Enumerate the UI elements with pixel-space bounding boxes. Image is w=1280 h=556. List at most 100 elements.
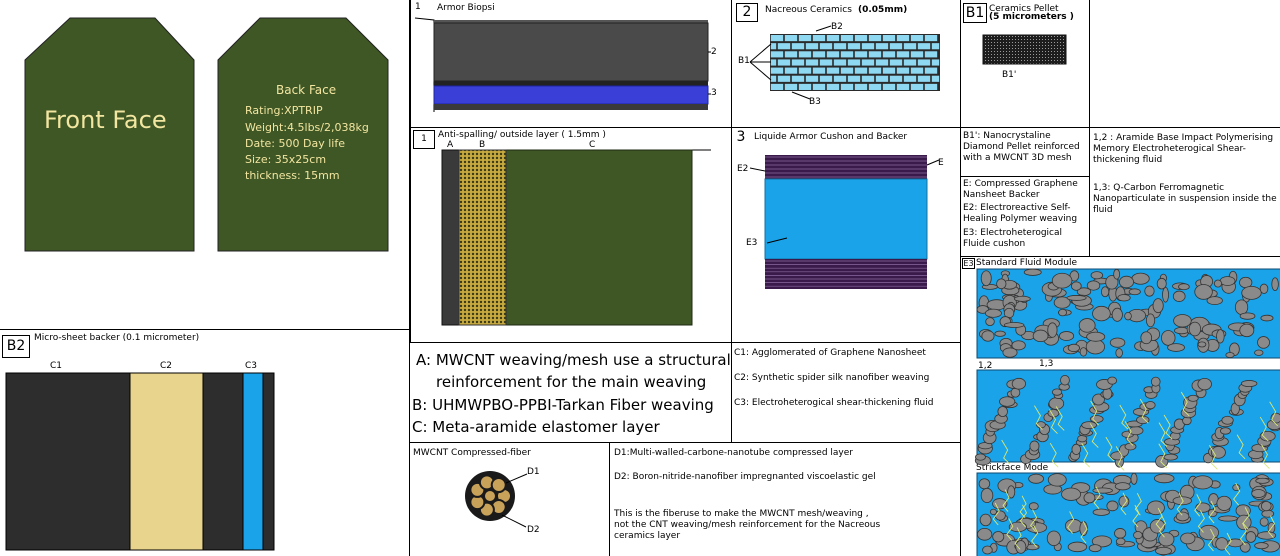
nacreous-label-b2: B2 — [831, 22, 843, 32]
fluid-strand — [1259, 416, 1269, 442]
nacre-brick — [826, 51, 840, 58]
pellet-side-blank — [1089, 0, 1280, 128]
fiber-core — [483, 489, 497, 503]
b1-desc: B1': Nanocrystaline Diamond Pellet reinf… — [963, 131, 1080, 163]
nacre-brick — [819, 43, 833, 50]
back-face-title: Back Face — [276, 83, 337, 97]
fluid-particle — [1239, 312, 1256, 320]
fluid-particle — [1079, 347, 1088, 357]
nacre-brick — [875, 43, 889, 50]
biopsi-label-2: 2 — [711, 47, 717, 57]
fluid-particle — [978, 478, 991, 490]
legend-c1: C1: Agglomerated of Graphene Nanosheet — [734, 348, 926, 358]
backer-title: Micro-sheet backer (0.1 micrometer) — [34, 333, 200, 343]
nacre-brick — [875, 59, 889, 66]
fluid-particle — [1174, 326, 1190, 335]
fluid-particle — [1048, 397, 1065, 410]
nacre-brick — [784, 67, 798, 74]
d-desc-note: This is the fiberuse to make the MWCNT m… — [614, 509, 881, 541]
plates-panel: Front Face Back Face Rating:XPTRIP Weigh… — [0, 0, 410, 330]
backer-label-c3: C3 — [245, 361, 258, 371]
fluid-particle — [1003, 322, 1025, 328]
fluid-strand — [1124, 421, 1134, 446]
fluid-particle — [1007, 485, 1016, 499]
fiber-strand — [490, 477, 507, 494]
fluid-particle — [1092, 508, 1110, 516]
fluid-particle — [1147, 500, 1165, 516]
biopsi-blue-layer — [433, 85, 709, 105]
biopsi-label-3: 3 — [711, 88, 717, 98]
fluid-particle — [1029, 440, 1040, 452]
fiber-label-d1: D1 — [527, 467, 540, 477]
fluid-particle — [1162, 287, 1169, 303]
back-plate — [217, 17, 389, 252]
fluid-strand — [1049, 442, 1059, 468]
fluid-particle — [1047, 473, 1067, 487]
fluid-strand — [1019, 495, 1027, 519]
nacre-brick — [805, 43, 819, 50]
backer-number: B2 — [2, 335, 30, 358]
fluid-particle — [1163, 453, 1178, 461]
fluid-particle — [1150, 376, 1161, 387]
legend-abc-panel: A: MWCNT weaving/mesh use a structural r… — [409, 342, 733, 443]
nacreous-label-b3: B3 — [809, 97, 821, 107]
fluid-strand — [1049, 409, 1058, 434]
fluid-particle — [1172, 496, 1192, 506]
fluid-particle — [1067, 343, 1080, 353]
fluid-strand — [1194, 494, 1202, 517]
fluid-particle — [1259, 283, 1269, 294]
fluid-particle — [975, 453, 986, 461]
fluid-strand — [1002, 489, 1010, 512]
fluid-particle — [1215, 537, 1229, 551]
d-desc-panel: D1:Multi-walled-carbone-nanotube compres… — [609, 442, 961, 556]
fluid-particle — [1083, 492, 1096, 504]
fluid-particle — [994, 330, 1006, 337]
nacre-brick — [889, 59, 903, 66]
liquid-panel: 3 Liquide Armor Cushon and Backer E2 E E… — [731, 127, 961, 343]
nacre-brick — [791, 59, 805, 66]
fluid-particle — [1032, 329, 1049, 343]
nacre-brick — [861, 59, 875, 66]
nacre-brick — [833, 75, 847, 82]
nacreous-drawing — [749, 25, 940, 100]
fluid-label-12: 1,2 — [978, 361, 993, 371]
pellet-drawing — [982, 34, 1067, 65]
fluid-strand — [1120, 492, 1128, 516]
fluid-particle — [997, 406, 1008, 417]
fluid-particle — [1109, 337, 1126, 348]
liquid-number: 3 — [736, 129, 746, 145]
nacreous-thickness: (0.05mm) — [858, 5, 908, 15]
fluid-strand — [1001, 439, 1010, 465]
fluid-particle — [1197, 377, 1212, 391]
fluid-strand — [1080, 520, 1088, 544]
nacre-brick — [903, 75, 917, 82]
legend-b: B: UHMWPBO-PPBI-Tarkan Fiber weaving — [412, 396, 714, 414]
fluid-particle — [1059, 331, 1075, 341]
fluid-particle — [1254, 349, 1264, 356]
nacre-brick — [812, 35, 826, 42]
fluid-label-13: 1,3 — [1039, 359, 1054, 369]
nacre-brick — [882, 51, 896, 58]
fluid-particle — [1114, 528, 1127, 539]
nacre-brick — [910, 51, 924, 58]
fluid-particle — [1271, 277, 1279, 292]
fluid-particle — [1117, 294, 1131, 302]
antispall-panel: 1 Anti-spalling/ outside layer ( 1.5mm )… — [410, 127, 732, 343]
fluid-particle — [1130, 472, 1138, 485]
fluid-particle — [1028, 502, 1039, 511]
e-desc-e2: E2: Electroreactive Self-Healing Polymer… — [963, 203, 1078, 224]
biopsi-marker: 1 — [415, 2, 421, 12]
liquid-label-e2: E2 — [737, 164, 749, 174]
nacre-brick — [854, 67, 868, 74]
pellet-number: B1 — [963, 3, 987, 23]
fluid-particle — [1152, 298, 1164, 314]
fluid-strand — [1180, 391, 1190, 417]
nacre-brick — [770, 83, 784, 90]
nacre-brick — [798, 83, 812, 90]
nacre-brick — [854, 83, 868, 90]
fluid-particle — [984, 308, 1002, 318]
fluid-particle — [1091, 535, 1113, 548]
fluid-strand — [1006, 518, 1014, 541]
fluid-particle — [1219, 276, 1236, 286]
fluid-particle — [1118, 275, 1134, 289]
